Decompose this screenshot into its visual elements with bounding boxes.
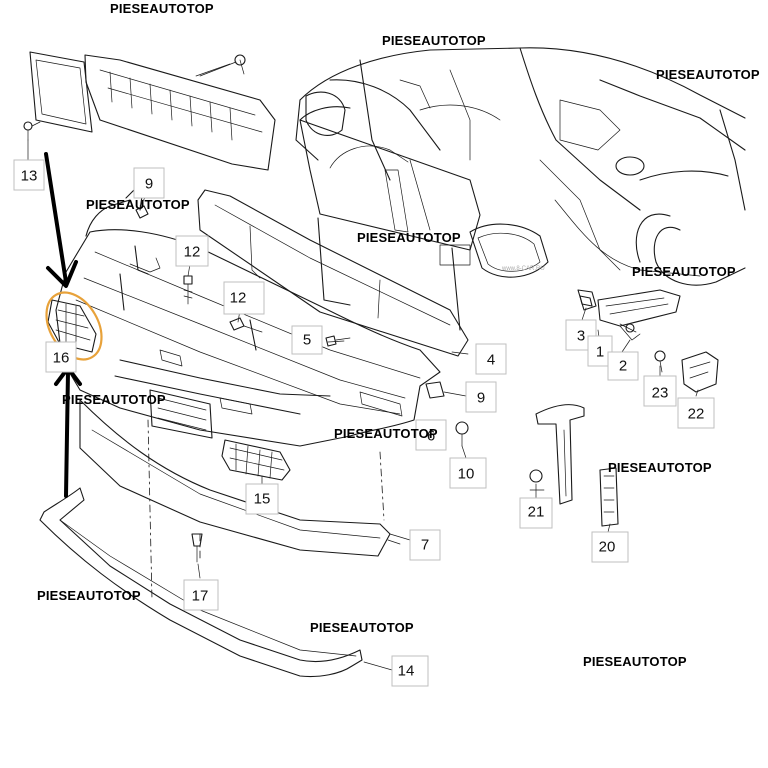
callout-14: 14 [391, 655, 429, 687]
svg-text:22: 22 [688, 406, 705, 423]
leader-lines [27, 63, 699, 671]
callout-22: 22 [677, 397, 715, 429]
svg-text:10: 10 [458, 466, 475, 483]
radiator-carrier [299, 91, 549, 331]
svg-text:7: 7 [421, 537, 429, 554]
watermark-text: PIESEAUTOTOP [37, 588, 141, 603]
watermarks: PIESEAUTOTOP PIESEAUTOTOP PIESEAUTOTOP P… [37, 1, 760, 669]
svg-text:15: 15 [254, 491, 271, 508]
license-plate-holder [23, 51, 93, 141]
bracket-22 [654, 350, 719, 393]
svg-text:12: 12 [230, 290, 247, 307]
watermark-text: PIESEAUTOTOP [110, 1, 214, 16]
fasteners [135, 205, 637, 563]
callout-4: 4 [475, 343, 507, 375]
watermark-text: PIESEAUTOTOP [310, 620, 414, 635]
svg-text:13: 13 [21, 168, 38, 185]
watermark-text: PIESEAUTOTOP [334, 426, 438, 441]
callout-23: 23 [643, 375, 677, 407]
watermark-text: PIESEAUTOTOP [62, 392, 166, 407]
watermark-text: PIESEAUTOTOP [608, 460, 712, 475]
watermark-text: PIESEAUTOTOP [382, 33, 486, 48]
car-body-front [295, 47, 746, 286]
callout-10: 10 [449, 457, 487, 489]
svg-text:9: 9 [145, 176, 153, 193]
callout-12-lower: 12 [223, 281, 265, 315]
svg-text:6: 6 [427, 428, 435, 445]
callout-21: 21 [519, 497, 553, 529]
svg-text:4: 4 [487, 352, 495, 369]
impact-bar [84, 54, 276, 171]
svg-text:17: 17 [192, 588, 209, 605]
watermark-text: PIESEAUTOTOP [656, 67, 760, 82]
callout-16: 16 [45, 341, 77, 373]
callout-20: 20 [591, 531, 629, 563]
watermark-text: PIESEAUTOTOP [583, 654, 687, 669]
svg-text:21: 21 [528, 504, 545, 521]
svg-text:12: 12 [184, 244, 201, 261]
watermark-text: PIESEAUTOTOP [86, 197, 190, 212]
svg-text:14: 14 [398, 663, 415, 680]
highlight-ellipse-part-16 [45, 291, 103, 361]
watermark-text: PIESEAUTOTOP [357, 230, 461, 245]
svg-text:20: 20 [599, 539, 616, 556]
callout-9-lower: 9 [465, 381, 497, 413]
callout-5: 5 [291, 325, 323, 355]
callout-15: 15 [245, 483, 279, 515]
callouts: 13 9 12 12 5 4 16 9 [13, 159, 715, 687]
svg-text:3: 3 [577, 328, 585, 345]
arrow-down-head [46, 260, 78, 288]
svg-text:1: 1 [596, 344, 604, 361]
svg-text:2: 2 [619, 358, 627, 375]
svg-text:9: 9 [477, 390, 485, 407]
arrow-up [64, 370, 70, 498]
line-art [23, 47, 746, 678]
callout-7: 7 [409, 529, 441, 561]
callout-2: 2 [607, 351, 639, 381]
lower-spoiler [79, 399, 411, 557]
faint-stamp: www.8-CAR.RU [501, 266, 545, 272]
svg-text:5: 5 [303, 332, 311, 349]
callout-9-upper: 9 [133, 167, 165, 199]
callout-12-upper: 12 [175, 235, 209, 267]
bumper-cover [47, 189, 441, 481]
arrow-down [44, 152, 68, 284]
callout-6: 6 [415, 419, 447, 451]
front-carrier-beam [197, 189, 469, 357]
svg-text:16: 16 [53, 350, 70, 367]
callout-17: 17 [183, 579, 219, 611]
watermark-text: PIESEAUTOTOP [632, 264, 736, 279]
callout-13: 13 [13, 159, 45, 191]
tow-bracket [529, 404, 619, 527]
svg-text:23: 23 [652, 385, 669, 402]
